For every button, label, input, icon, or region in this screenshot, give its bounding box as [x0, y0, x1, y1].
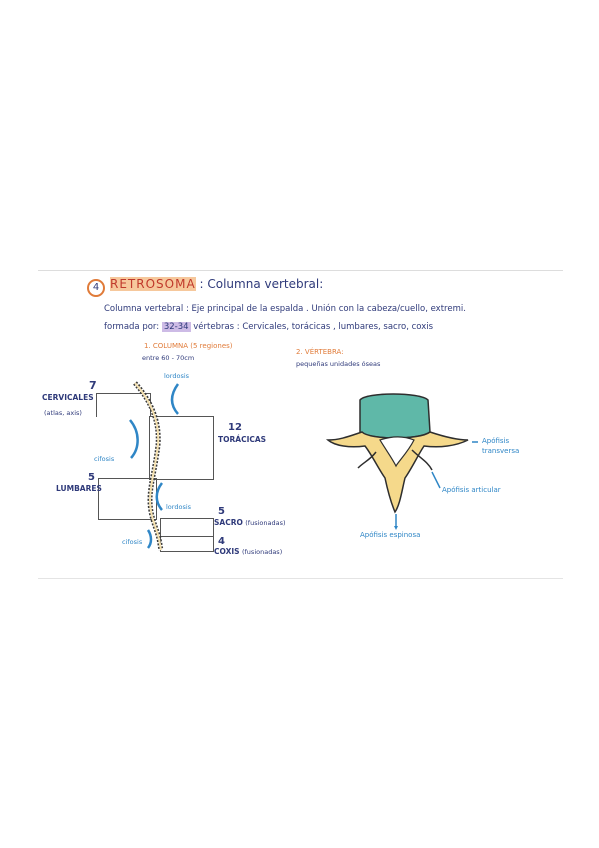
definition-line-1: Columna vertebral : Eje principal de la …: [104, 304, 466, 314]
arrow-articular: [431, 471, 441, 489]
toracicas-count: 12: [228, 422, 242, 433]
lumbares-label: LUMBARES: [56, 484, 102, 493]
section-a-subheading: entre 60 - 70cm: [142, 354, 195, 362]
cifosis-mid-curve: [129, 419, 139, 459]
toracicas-label: TORÁCICAS: [218, 435, 267, 444]
cifosis-mid-label: cifosis: [94, 455, 115, 463]
cervicales-note: (atlas, axis): [44, 409, 82, 417]
label-articular: Apófisis articular: [442, 486, 501, 494]
cifosis-low-label: cifosis: [122, 538, 143, 546]
cervicales-count: 7: [89, 379, 97, 392]
label-espinosa: Apófisis espinosa: [360, 531, 421, 539]
definition-prefix: formada por:: [104, 322, 160, 332]
lumbares-count: 5: [88, 472, 95, 483]
top-rule: [38, 270, 563, 271]
section-b-heading: 2. VÉRTEBRA:: [296, 348, 344, 356]
sacro-count: 5: [218, 506, 225, 517]
cifosis-low-curve: [146, 529, 153, 549]
label-transversa: Apófisis transversa: [482, 437, 520, 455]
vertebral-body: [359, 393, 431, 439]
lordosis-low-curve: [155, 482, 164, 511]
lordosis-top-label: lordosis: [164, 372, 190, 380]
lordosis-low-label: lordosis: [166, 503, 192, 511]
sacro-note: (fusionadas): [245, 519, 286, 527]
vertebra-count: 32-34: [161, 322, 191, 332]
vertebral-arch: [325, 431, 469, 514]
title-highlight: RETROSOMA: [110, 277, 196, 291]
coxis-label-text: COXIS: [214, 547, 240, 556]
lordosis-top-curve: [170, 383, 180, 415]
box-sacro: [160, 518, 214, 537]
bottom-rule: [38, 578, 563, 579]
vertebral-foramen: [379, 436, 415, 468]
sacro-label: SACRO (fusionadas): [214, 518, 286, 527]
title-rest: : Columna vertebral:: [199, 277, 324, 291]
coxis-note: (fusionadas): [241, 548, 283, 556]
sacro-label-text: SACRO: [214, 518, 243, 527]
definition-rest: vértebras : Cervicales, torácicas , lumb…: [193, 322, 434, 332]
section-b-subheading: pequeñas unidades óseas: [296, 360, 381, 368]
section-number: 4: [87, 279, 105, 297]
coxis-label: COXIS (fusionadas): [214, 547, 282, 556]
cervicales-label: CERVICALES: [42, 393, 94, 402]
box-toracicas: [149, 416, 214, 480]
coxis-count: 4: [218, 536, 225, 547]
definition-line-2: formada por: 32-34 vértebras : Cervicale…: [104, 322, 433, 332]
page-title: RETROSOMA : Columna vertebral:: [110, 277, 323, 291]
articular-process: [411, 449, 433, 471]
section-a-heading: 1. COLUMNA (5 regiones): [144, 342, 233, 350]
